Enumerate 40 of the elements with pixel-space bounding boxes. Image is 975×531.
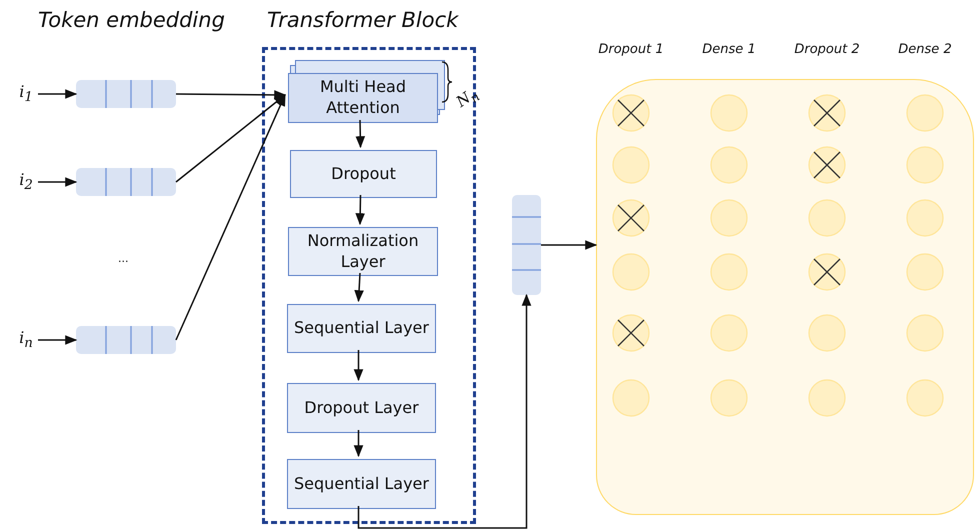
layer-box (288, 227, 438, 276)
embedding-vector (76, 168, 176, 196)
column-heading: Dropout 1 (598, 42, 664, 57)
ellipsis: ... (118, 252, 128, 265)
layer-box (287, 383, 436, 433)
arrow (38, 177, 78, 187)
arrow (175, 94, 286, 340)
input-label: i$_{1}$ (19, 82, 33, 106)
output-vector (512, 195, 541, 295)
layer-box (290, 150, 437, 198)
arrow (354, 350, 364, 382)
arrow (356, 120, 366, 148)
layer-label: Sequential Layer (294, 318, 429, 339)
layer-label: Multi Head Attention (318, 77, 408, 119)
column-heading: Dense 1 (702, 42, 756, 57)
layer-box (288, 73, 438, 123)
layer-label: Normalization Layer (306, 230, 420, 272)
layer-box (287, 304, 436, 353)
embedding-vector (76, 80, 176, 108)
arrow (38, 335, 78, 345)
section-title: Token embedding (38, 8, 225, 32)
arrow (354, 272, 364, 302)
arrow (358, 294, 532, 529)
dense-network-panel (596, 79, 974, 515)
embedding-vector (76, 326, 176, 354)
column-heading: Dropout 2 (794, 42, 860, 57)
layer-label: Dropout Layer (304, 398, 419, 418)
layer-label: Sequential Layer (294, 474, 429, 494)
input-label: i$_{n}$ (19, 328, 33, 352)
arrow (354, 430, 364, 458)
block-title: Transformer Block (267, 8, 458, 32)
layer-box (287, 459, 436, 509)
arrow (541, 240, 598, 250)
input-label: i$_{2}$ (19, 170, 33, 194)
layer-label: Dropout (331, 164, 396, 184)
column-heading: Dense 2 (898, 42, 952, 57)
arrow (176, 90, 286, 100)
arrow (38, 89, 78, 99)
arrow (176, 94, 286, 183)
arrow (355, 194, 365, 226)
